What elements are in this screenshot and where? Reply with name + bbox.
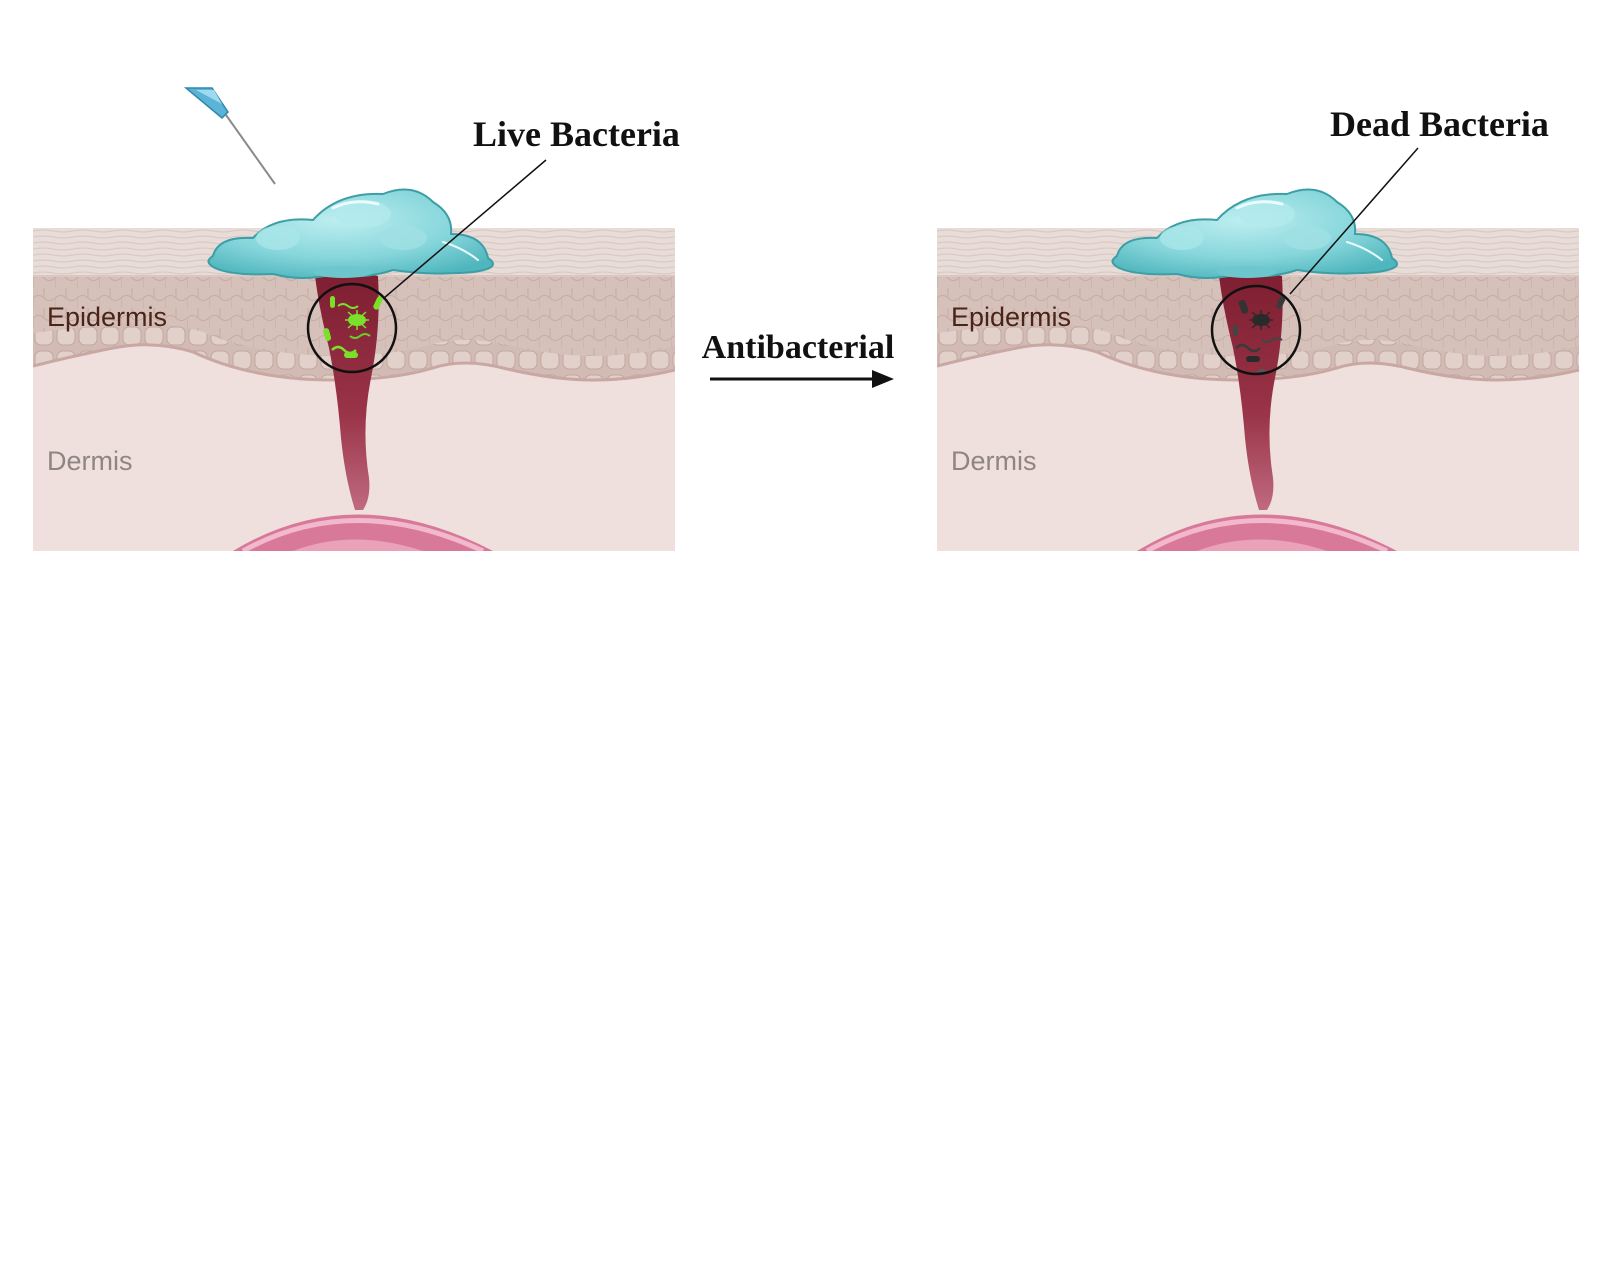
right-epidermis-label: Epidermis [951, 302, 1071, 332]
left-dermis-label: Dermis [47, 446, 133, 476]
dark-bacteria-icon [1233, 296, 1286, 375]
dead-bacteria-label: Dead Bacteria [1330, 104, 1549, 144]
right-dermis-label: Dermis [951, 446, 1037, 476]
left-zoom-circle [306, 282, 398, 374]
left-epidermis-label: Epidermis [47, 302, 167, 332]
live-bacteria-cluster [323, 296, 383, 358]
green-bacteria-icon [323, 296, 383, 358]
antibacterial-label: Antibacterial [702, 329, 895, 366]
syringe-needle-icon [183, 87, 276, 185]
left-callout-line [383, 159, 547, 299]
arrow-right-icon [710, 370, 894, 388]
dead-bacteria-cluster [1233, 296, 1286, 375]
right-callout-line [1289, 147, 1419, 295]
live-bacteria-label: Live Bacteria [473, 114, 680, 154]
right-zoom-circle [1210, 284, 1302, 376]
